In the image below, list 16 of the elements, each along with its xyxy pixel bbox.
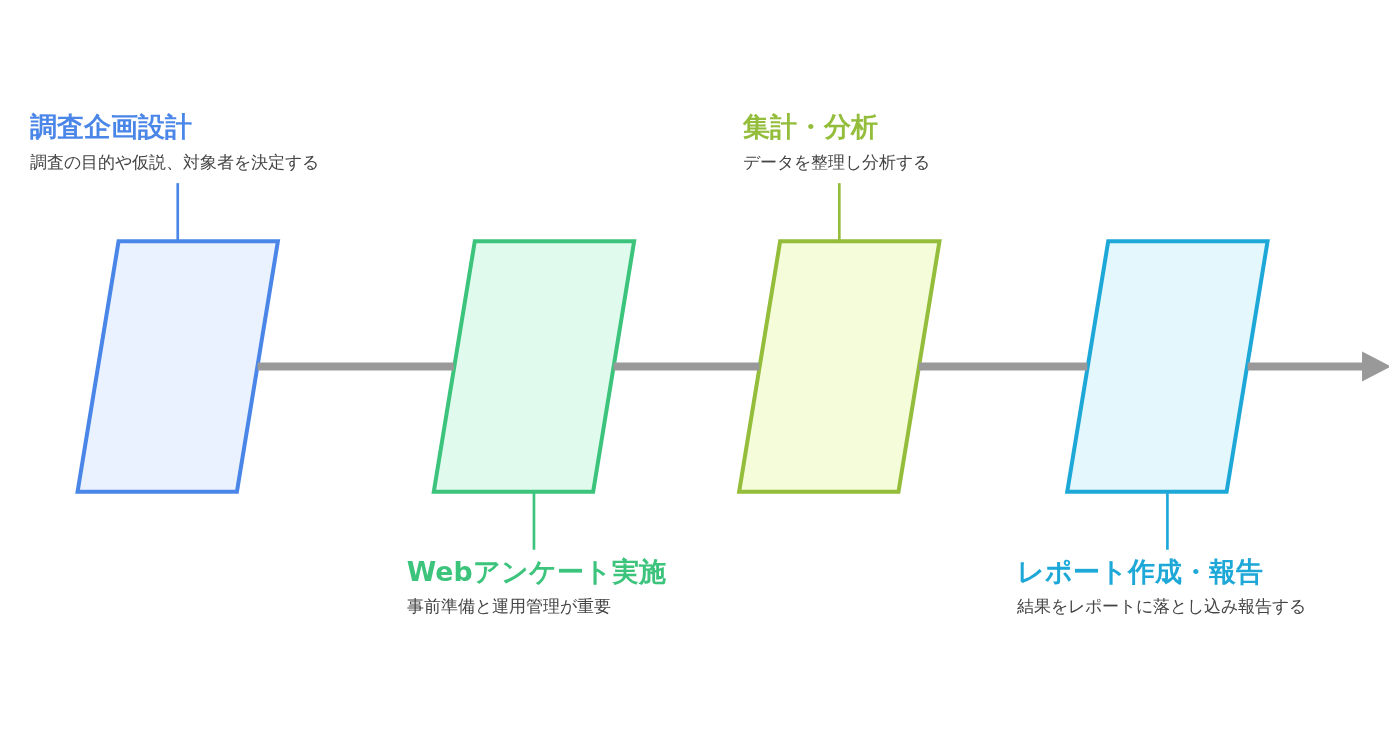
connector: [613, 362, 760, 371]
connector: [1166, 491, 1169, 550]
node-parallelogram: [736, 239, 942, 494]
connector: [532, 491, 536, 550]
node-parallelogram: [1064, 239, 1270, 494]
connector: [919, 362, 1088, 371]
node-text: レポート作成・報告 結果をレポートに落とし込み報告する: [1017, 555, 1307, 617]
connector: [257, 362, 454, 371]
arrow: [1247, 351, 1389, 382]
node-parallelogram: [431, 239, 637, 494]
node-parallelogram: [75, 239, 281, 494]
node-text: Webアンケート実施 事前準備と運用管理が重要: [406, 555, 666, 617]
node-text: 調査企画設計 調査の目的や仮説、対象者を決定する: [30, 111, 320, 172]
connector: [176, 183, 180, 241]
node-text: 集計・分析 データを整理し分析する: [742, 111, 930, 172]
connector: [837, 183, 841, 241]
